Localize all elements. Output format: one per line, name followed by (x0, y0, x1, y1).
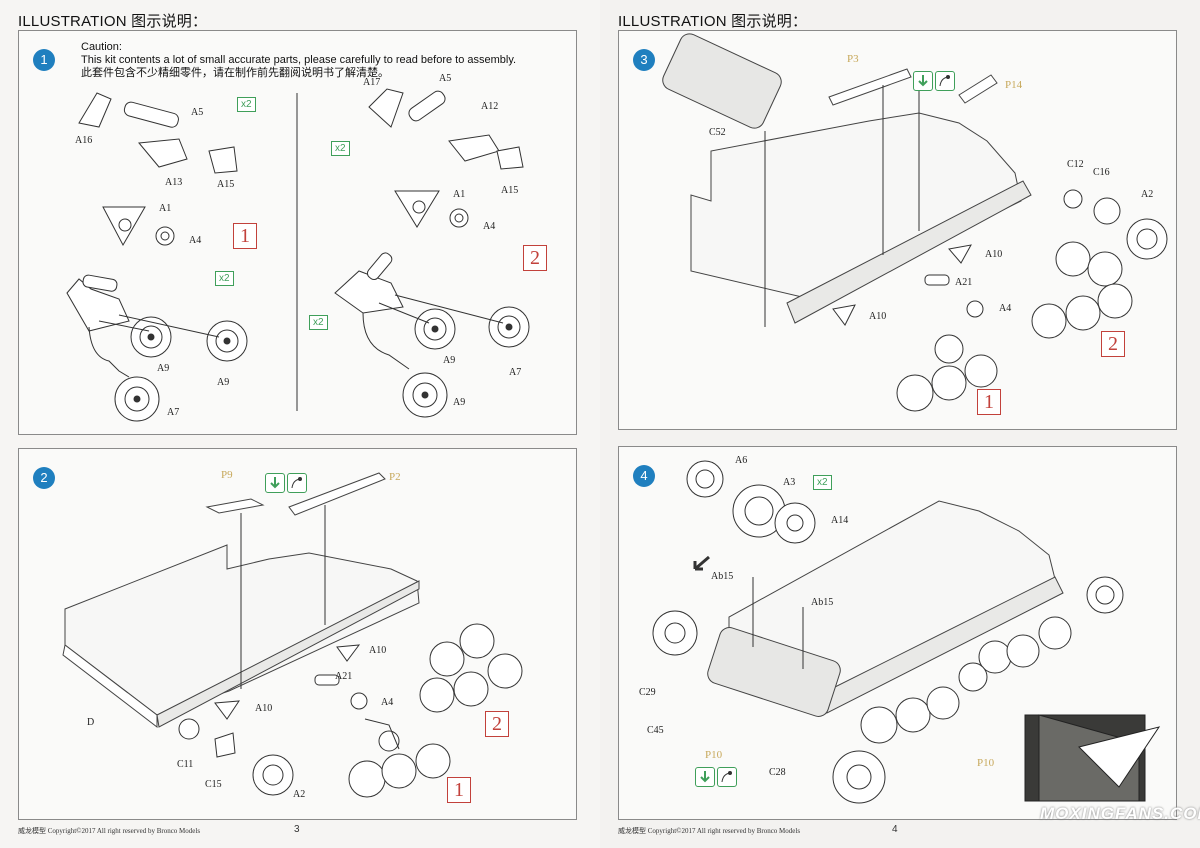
part-label: A10 (255, 703, 273, 714)
glue-down-icon (913, 71, 933, 91)
part-label: C52 (709, 127, 726, 138)
part-label: A5 (439, 73, 452, 84)
part-label: C29 (639, 687, 656, 698)
page-header-left: ILLUSTRATION 图示说明： (18, 13, 208, 30)
part-label: A4 (381, 697, 394, 708)
part-label: A14 (831, 515, 849, 526)
part-label: A3 (783, 477, 796, 488)
part-label: C11 (177, 759, 194, 770)
quantity-x2-badge: x2 (215, 271, 234, 286)
part-label: A21 (955, 277, 973, 288)
part-label: A17 (363, 77, 381, 88)
etch-part-label: P9 (221, 469, 233, 481)
part-label: D (87, 717, 95, 728)
part-label: A9 (217, 377, 230, 388)
caution-note: Caution: This kit contents a lot of smal… (81, 41, 541, 80)
part-label: A5 (191, 107, 204, 118)
part-label: A9 (443, 355, 456, 366)
page-number: 3 (294, 824, 300, 835)
part-label: A9 (453, 397, 466, 408)
part-label: A4 (483, 221, 496, 232)
variant-box-2: 2 (485, 711, 509, 737)
part-label: A10 (369, 645, 387, 656)
step-3-drawing (662, 33, 1168, 412)
glue-down-icon (265, 473, 285, 493)
caution-english: This kit contents a lot of small accurat… (81, 54, 517, 66)
variant-box-1: 1 (233, 223, 257, 249)
caution-title: Caution: (81, 41, 122, 53)
variant-box-2: 2 (1101, 331, 1125, 357)
step-1-panel: 1 Caution: This kit contents a lot of sm… (18, 30, 577, 435)
etch-part-label: P10 (977, 757, 995, 769)
quantity-x2-badge: x2 (813, 475, 832, 490)
quantity-x2-badge: x2 (309, 315, 328, 330)
part-label: A16 (75, 135, 93, 146)
page-3: ILLUSTRATION 图示说明： 1 Caution: This kit c… (18, 13, 577, 835)
part-label: Ab15 (711, 571, 734, 582)
part-label: A10 (985, 249, 1003, 260)
part-label: A10 (869, 311, 887, 322)
glue-down-icon (695, 767, 715, 787)
part-label: A4 (189, 235, 202, 246)
part-label: A15 (217, 179, 235, 190)
part-label: A1 (453, 189, 466, 200)
step-3-badge: 3 (633, 49, 655, 71)
part-label: A2 (293, 789, 306, 800)
part-label: C45 (647, 725, 664, 736)
part-label: A7 (167, 407, 180, 418)
step-4-panel: 4 (618, 446, 1177, 820)
step-2-drawing (62, 472, 523, 798)
part-label: A7 (509, 367, 522, 378)
part-label: C28 (769, 767, 786, 778)
step-4-badge: 4 (633, 465, 655, 487)
etch-part-label: P14 (1005, 79, 1023, 91)
part-label: A4 (999, 303, 1012, 314)
step-1-badge: 1 (33, 49, 55, 71)
quantity-x2-badge: x2 (237, 97, 256, 112)
etch-part-label: P10 (705, 749, 723, 761)
etch-part-label: P2 (389, 471, 401, 483)
copyright-footer: 威龙模型 Copyright©2017 All right reserved b… (18, 827, 201, 835)
bend-icon (287, 473, 307, 493)
part-label: Ab15 (811, 597, 834, 608)
part-label: A15 (501, 185, 519, 196)
bend-icon (717, 767, 737, 787)
bend-icon (935, 71, 955, 91)
part-label: A1 (159, 203, 172, 214)
step-2-badge: 2 (33, 467, 55, 489)
part-label: A13 (165, 177, 183, 188)
step-3-panel: 3 (618, 30, 1177, 430)
part-label: A2 (1141, 189, 1154, 200)
variant-box-1: 1 (447, 777, 471, 803)
step-2-panel: 2 (18, 448, 577, 820)
variant-box-2: 2 (523, 245, 547, 271)
step-4-drawing (652, 460, 1161, 804)
part-label: A6 (735, 455, 748, 466)
caution-chinese: 此套件包含不少精细零件，请在制作前先翻阅说明书了解清楚。 (81, 67, 389, 79)
variant-box-1: 1 (977, 389, 1001, 415)
page-header-right: ILLUSTRATION 图示说明： (618, 13, 808, 30)
part-label: A21 (335, 671, 353, 682)
step-1-drawing (66, 88, 530, 422)
quantity-x2-badge: x2 (331, 141, 350, 156)
part-label: C12 (1067, 159, 1084, 170)
page-4: ILLUSTRATION 图示说明： 3 (600, 0, 1200, 848)
watermark-logo: MOXINGFANS.COM (1040, 804, 1200, 823)
copyright-footer: 威龙模型 Copyright©2017 All right reserved b… (618, 827, 801, 835)
part-label: C16 (1093, 167, 1110, 178)
part-label: A9 (157, 363, 170, 374)
etch-part-label: P3 (847, 53, 859, 65)
part-label: C15 (205, 779, 222, 790)
page-number: 4 (892, 824, 898, 835)
part-label: A12 (481, 101, 499, 112)
